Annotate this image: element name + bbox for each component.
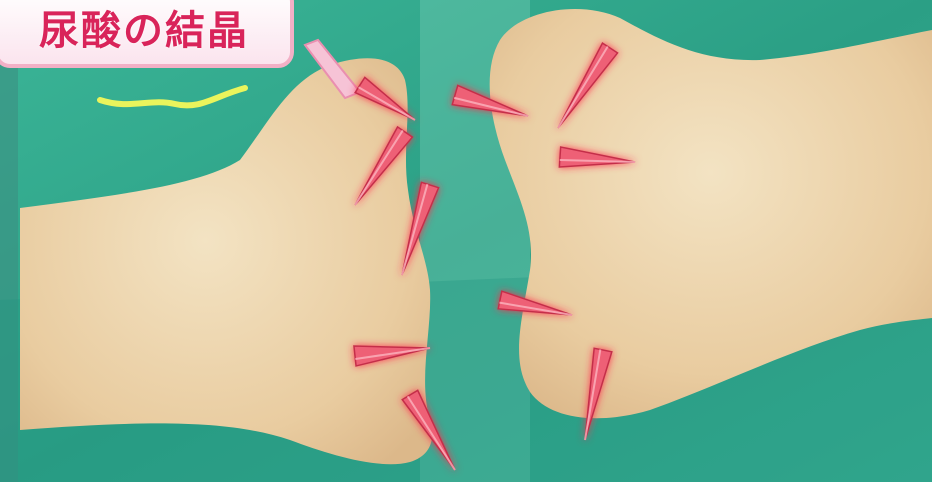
uric-acid-crystal-label: 尿酸の結晶 — [0, 0, 294, 68]
